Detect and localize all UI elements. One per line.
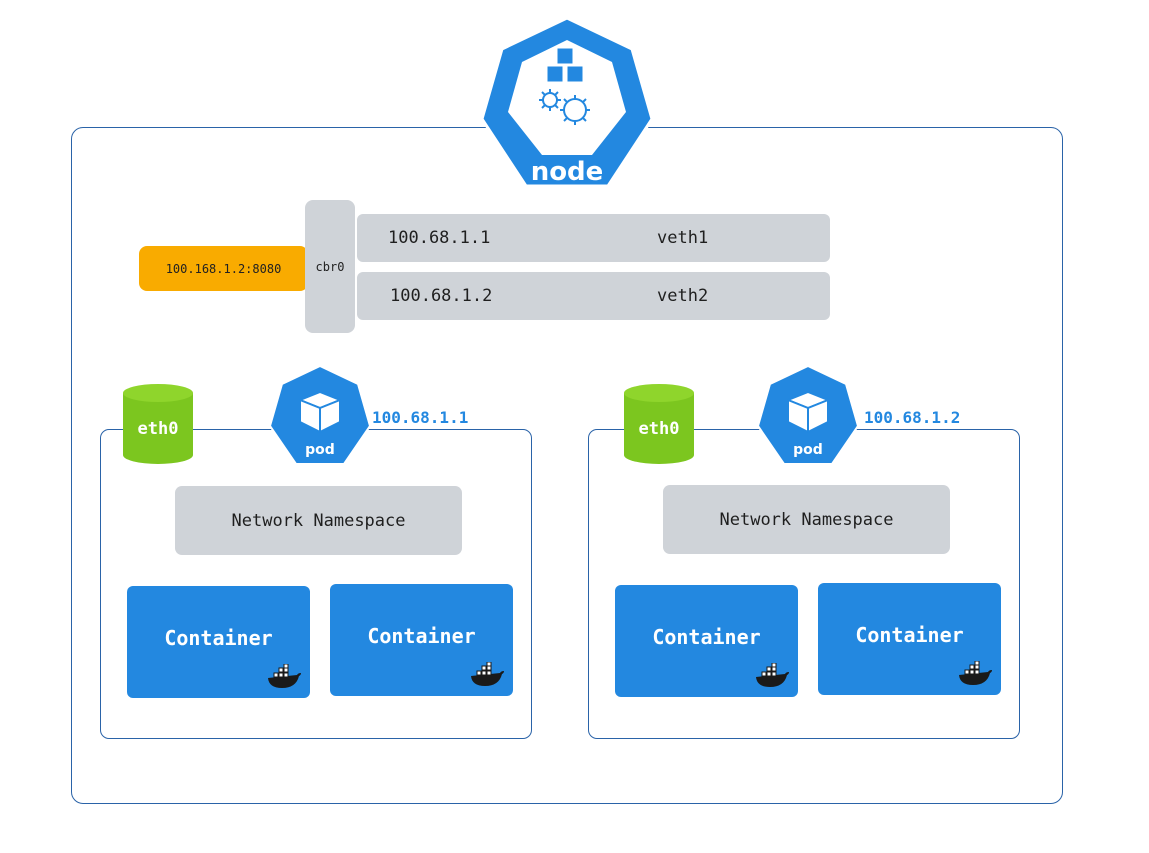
container-label: Container [164,626,273,650]
network-namespace: Network Namespace [175,486,462,555]
container-box: Container [330,584,513,696]
container-box: Container [127,586,310,698]
service-address: 100.168.1.2:8080 [139,246,308,291]
container-box: Container [818,583,1001,695]
node-badge: node [474,14,660,200]
network-namespace: Network Namespace [663,485,950,554]
veth-interface: veth2 [657,286,709,306]
veth-ip: 100.68.1.2 [390,286,493,306]
veth-ip: 100.68.1.1 [388,228,491,248]
pod-ip: 100.68.1.1 [372,408,469,427]
node-label: node [531,157,604,187]
veth-row: 100.68.1.2 veth2 [357,272,830,320]
docker-whale-icon [959,661,992,685]
pod-ip: 100.68.1.2 [864,408,961,427]
docker-whale-icon [471,662,504,686]
eth-label: eth0 [138,419,179,439]
container-label: Container [855,623,964,647]
container-label: Container [367,624,476,648]
docker-whale-icon [756,663,789,687]
pod-badge: pod [266,364,374,472]
veth-interface: veth1 [657,228,709,248]
bridge-cbr0: cbr0 [305,200,355,333]
container-label: Container [652,625,761,649]
kubernetes-node-icon: node [480,16,654,188]
container-box: Container [615,585,798,697]
bridge-label: cbr0 [315,259,345,274]
eth0-interface: eth0 [623,383,695,465]
pod-badge: pod [754,364,862,472]
pod-label: pod [305,442,335,458]
pod-label: pod [793,442,823,458]
eth0-interface: eth0 [122,383,194,465]
docker-whale-icon [268,664,301,688]
eth-label: eth0 [639,419,680,439]
kubernetes-pod-icon: pod [756,364,860,465]
kubernetes-pod-icon: pod [268,364,372,465]
veth-row: 100.68.1.1 veth1 [357,214,830,262]
